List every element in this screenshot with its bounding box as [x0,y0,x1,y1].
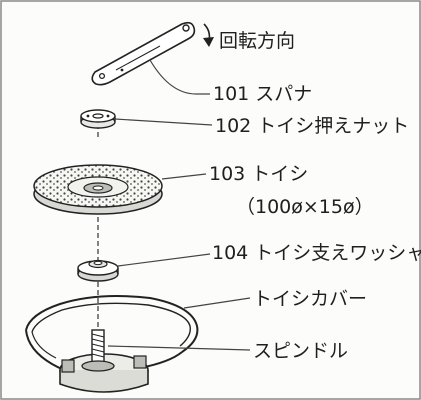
part-label-washer: 104 トイシ支えワッシャ [212,242,421,264]
part-label-wheel-size: （100ø×15ø） [236,196,374,218]
rotation-direction-label: 回転方向 [219,30,296,52]
washer-drawing [77,259,119,282]
part-label-wheel: 103 トイシ [209,163,309,185]
washer-leader-line [117,253,211,267]
wheel-nut-leader-line [114,118,213,126]
spindle-leader-line [107,345,251,351]
wheel-cover-leader-line [183,297,251,309]
leader-lines [107,59,251,351]
spindle-drawing [81,329,115,372]
part-label-spanner: 101 スパナ [213,83,313,105]
spanner-drawing [91,21,196,86]
wheel-leader-line [161,173,207,180]
rotation-arrow-icon [203,23,214,47]
part-label-spindle: スピンドル [253,340,349,362]
wheel-nut-drawing [80,109,116,129]
grinding-wheel-drawing [33,164,163,215]
spanner-leader-line [149,59,210,95]
part-label-wheel-nut: 102 トイシ押えナット [215,115,410,137]
part-label-wheel-cover: トイシカバー [253,288,368,310]
